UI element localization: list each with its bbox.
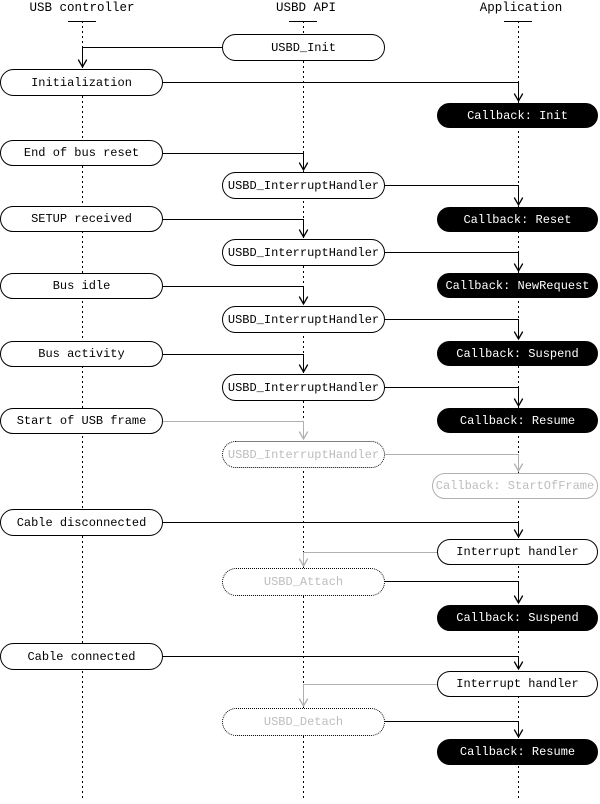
- message-line-2: [163, 153, 304, 170]
- message-line-16: [303, 684, 437, 706]
- arrowhead-icon: [298, 558, 309, 568]
- arrowhead-icon: [513, 729, 524, 739]
- message-line-14: [385, 581, 519, 603]
- message-line-15: [163, 656, 519, 669]
- api-gray-pill-usbd-interrupthandler: USBD_InterruptHandler: [222, 441, 385, 468]
- callback-pill-callback-resume: Callback: Resume: [437, 739, 598, 765]
- arrowhead-icon: [513, 661, 524, 671]
- message-line-13: [303, 552, 437, 566]
- arrowhead-icon: [513, 529, 524, 539]
- arrowhead-icon: [298, 364, 309, 374]
- arrowhead-icon: [513, 331, 524, 341]
- event-pill-initialization: Initialization: [0, 69, 163, 96]
- event-pill-start-of-usb-frame: Start of USB frame: [0, 408, 163, 434]
- message-line-1: [163, 82, 519, 101]
- event-pill-cable-connected: Cable connected: [0, 643, 163, 670]
- callback-pill-callback-suspend: Callback: Suspend: [437, 605, 598, 631]
- event-pill-end-of-bus-reset: End of bus reset: [0, 140, 163, 166]
- column-header-application: Application: [479, 1, 563, 15]
- api-gray-pill-usbd-detach: USBD_Detach: [222, 708, 385, 736]
- arrowhead-icon: [513, 263, 524, 273]
- arrowhead-icon: [513, 93, 524, 103]
- message-line-12: [163, 522, 519, 537]
- message-line-0: [82, 47, 222, 67]
- event-pill-bus-idle: Bus idle: [0, 273, 163, 299]
- arrowhead-icon: [298, 162, 309, 172]
- handler-pill-interrupt-handler: Interrupt handler: [437, 539, 598, 565]
- event-pill-setup-received: SETUP received: [0, 206, 163, 232]
- callback-gray-pill-callback-startofframe: Callback: StartOfFrame: [432, 473, 598, 499]
- arrowhead-icon: [513, 595, 524, 605]
- column-header-usb-controller: USB controller: [29, 1, 135, 15]
- api-pill-usbd-interrupthandler: USBD_InterruptHandler: [222, 172, 385, 199]
- message-line-5: [385, 252, 519, 271]
- arrowhead-icon: [77, 59, 88, 69]
- callback-pill-callback-newrequest: Callback: NewRequest: [437, 273, 598, 298]
- message-line-8: [163, 354, 304, 372]
- arrowhead-icon: [298, 229, 309, 239]
- event-pill-cable-disconnected: Cable disconnected: [0, 509, 163, 536]
- callback-pill-callback-init: Callback: Init: [437, 103, 598, 128]
- message-line-3: [385, 185, 519, 205]
- arrowhead-icon: [513, 463, 524, 473]
- message-line-4: [163, 219, 304, 237]
- api-pill-usbd-interrupthandler: USBD_InterruptHandler: [222, 239, 385, 266]
- handler-pill-interrupt-handler: Interrupt handler: [437, 671, 598, 697]
- message-line-6: [163, 286, 304, 304]
- message-line-11: [385, 454, 519, 471]
- column-header-usbd-api: USBD API: [275, 1, 336, 15]
- event-pill-bus-activity: Bus activity: [0, 341, 163, 367]
- message-line-7: [385, 319, 519, 339]
- arrowhead-icon: [298, 431, 309, 441]
- message-line-10: [163, 421, 304, 439]
- arrowhead-icon: [298, 698, 309, 708]
- api-pill-usbd-interrupthandler: USBD_InterruptHandler: [222, 306, 385, 333]
- api-pill-usbd-interrupthandler: USBD_InterruptHandler: [222, 374, 385, 401]
- arrowhead-icon: [513, 197, 524, 207]
- arrowhead-icon: [298, 296, 309, 306]
- callback-pill-callback-resume: Callback: Resume: [437, 408, 598, 433]
- message-line-17: [385, 721, 519, 737]
- api-gray-pill-usbd-attach: USBD_Attach: [222, 568, 385, 596]
- api-pill-usbd-init: USBD_Init: [222, 34, 385, 61]
- callback-pill-callback-suspend: Callback: Suspend: [437, 341, 598, 366]
- message-line-9: [385, 387, 519, 406]
- callback-pill-callback-reset: Callback: Reset: [437, 207, 598, 232]
- arrowhead-icon: [513, 398, 524, 408]
